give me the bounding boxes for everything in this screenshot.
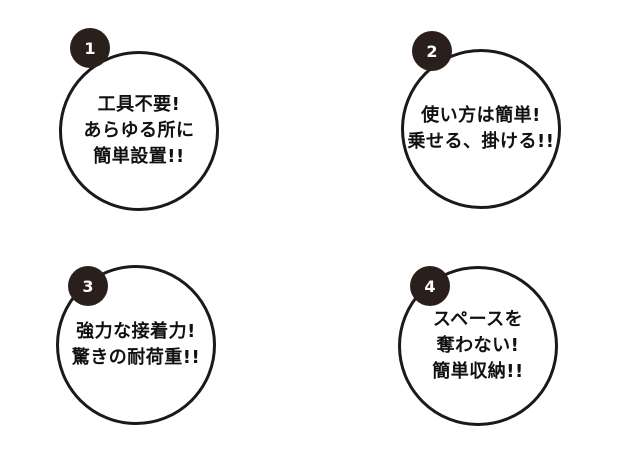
feature-text-line: 奪わない!	[436, 335, 520, 356]
feature-text-line: 簡単設置!!	[93, 146, 185, 167]
number-badge: 3	[68, 266, 108, 306]
feature-text-line: スペースを	[432, 309, 524, 330]
feature-circle: 使い方は簡単! 乗せる、掛ける!!	[401, 49, 561, 209]
feature-circle: 強力な接着力! 驚きの耐荷重!!	[56, 265, 216, 425]
feature-text-line: 簡単収納!!	[432, 361, 524, 382]
feature-text-line: 乗せる、掛ける!!	[407, 131, 555, 152]
feature-text-line: 使い方は簡単!	[421, 105, 541, 126]
feature-circle: 工具不要! あらゆる所に 簡単設置!!	[59, 51, 219, 211]
feature-text-line: 強力な接着力!	[76, 321, 196, 342]
feature-text-line: あらゆる所に	[83, 120, 195, 141]
number-badge: 2	[412, 31, 452, 71]
number-badge: 1	[70, 28, 110, 68]
feature-text-line: 工具不要!	[97, 94, 181, 115]
number-badge: 4	[410, 266, 450, 306]
feature-text-line: 驚きの耐荷重!!	[71, 347, 201, 368]
